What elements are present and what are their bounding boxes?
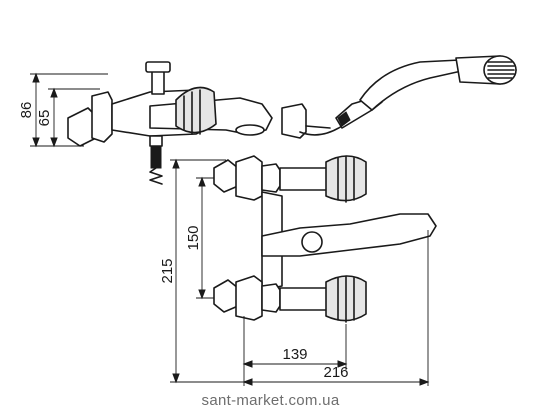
dim-150-arrow-top: [198, 176, 206, 187]
dim-86-arrow-bottom: [32, 137, 40, 148]
upper-valve-body: [279, 167, 329, 191]
dim-label-139: 139: [282, 346, 307, 363]
lower-valve-body: [279, 287, 329, 311]
dim-65-arrow-bottom: [50, 137, 58, 148]
shower-wall-holder: [281, 103, 307, 139]
dim-216-arrow-left: [242, 378, 253, 386]
dim-label-215: 215: [159, 258, 176, 283]
upper-eccentric-nut: [213, 159, 239, 193]
dim-139-arrow-left: [242, 360, 253, 368]
side-handle: [175, 86, 217, 134]
shower-hose-nut: [337, 111, 351, 127]
shower-head-nozzles: [487, 61, 515, 79]
lower-wall-flange: [235, 275, 263, 321]
dim-86-arrow-top: [32, 72, 40, 83]
dim-label-65: 65: [36, 110, 53, 127]
dimension-labels: 86 65 215 150 139 216: [18, 102, 349, 381]
watermark-text: sant-market.com.ua: [201, 392, 340, 409]
dim-216-arrow-right: [419, 378, 430, 386]
shower-holder-arm: [305, 125, 331, 129]
dim-139-arrow-right: [337, 360, 348, 368]
side-view: [30, 61, 273, 185]
shower-handle-body: [359, 59, 467, 111]
lower-eccentric-nut: [213, 279, 239, 313]
side-diverter-stem: [151, 69, 165, 95]
dim-label-216: 216: [323, 364, 348, 381]
upper-valve-nut: [261, 163, 281, 193]
side-wall-flange: [91, 91, 113, 143]
dim-label-150: 150: [185, 225, 202, 250]
upper-wall-flange: [235, 155, 263, 201]
hand-shower: [281, 55, 517, 139]
side-spout-outlet: [235, 124, 265, 136]
dim-label-86: 86: [18, 102, 35, 119]
front-view: [170, 155, 437, 386]
dim-65-arrow-top: [50, 87, 58, 98]
side-hose-connector: [150, 145, 162, 169]
dim-215-arrow-top: [172, 158, 180, 169]
shower-hose: [299, 125, 343, 136]
side-hose-outlet: [149, 135, 163, 147]
dim-150-arrow-bottom: [198, 289, 206, 300]
front-diverter-knob: [301, 231, 323, 253]
front-spout: [261, 213, 437, 257]
side-hose-spiral: [149, 167, 163, 185]
side-diverter-knob: [145, 61, 171, 73]
dim-215-arrow-bottom: [172, 373, 180, 384]
lower-valve-nut: [261, 283, 281, 313]
